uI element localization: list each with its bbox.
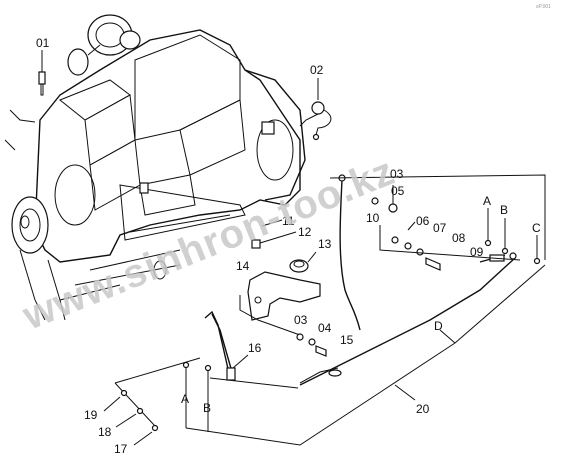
letter-a-bottom: A	[181, 392, 189, 406]
part-13-switch: 13	[289, 237, 332, 273]
corner-mark: sP.001	[536, 4, 551, 10]
callout-20: 20	[416, 402, 430, 416]
letter-d: D	[434, 319, 443, 333]
callout-13: 13	[318, 237, 332, 251]
engine-assembly	[4, 14, 306, 321]
callout-20-group: 20	[394, 384, 430, 416]
callout-11: 11	[282, 214, 295, 228]
callout-07: 07	[433, 221, 447, 235]
letter-b-bottom: B	[203, 401, 211, 415]
callout-01: 01	[36, 36, 50, 50]
part-16-lever: 16	[204, 310, 262, 381]
callout-17: 17	[114, 442, 128, 456]
callout-03b: 03	[294, 313, 308, 327]
part-11-nut: 11	[261, 214, 295, 228]
callout-16: 16	[248, 341, 262, 355]
part-14-bracket: 14	[236, 259, 321, 321]
letter-b-top: B	[500, 203, 508, 217]
callout-12: 12	[298, 225, 312, 239]
callout-06: 06	[416, 214, 430, 228]
callout-08: 08	[452, 231, 466, 245]
upper-right-group: 03 05 10 06 07 08 09	[366, 167, 484, 271]
part-01-sensor: 01	[36, 36, 50, 96]
letter-a-top: A	[483, 194, 491, 208]
callout-10: 10	[366, 211, 380, 225]
d-frame: D	[209, 264, 546, 389]
bottom-left-group: 19 18 17 A B	[84, 342, 456, 456]
callout-02: 02	[310, 63, 324, 77]
top-right-frame: A B C	[329, 174, 546, 265]
part-12-bolt: 12	[251, 225, 312, 249]
part-02-sensor: 02	[299, 63, 332, 141]
callout-18: 18	[98, 425, 112, 439]
callout-09: 09	[470, 245, 484, 259]
callout-04: 04	[318, 321, 332, 335]
callout-19: 19	[84, 408, 98, 422]
callout-05: 05	[391, 184, 405, 198]
callout-15: 15	[340, 333, 354, 347]
letter-c-top: C	[532, 221, 541, 235]
callout-14: 14	[236, 259, 250, 273]
lower-middle-group: 03 04 15	[239, 295, 354, 357]
watermark: www.sinhron-too.kz	[16, 149, 401, 339]
